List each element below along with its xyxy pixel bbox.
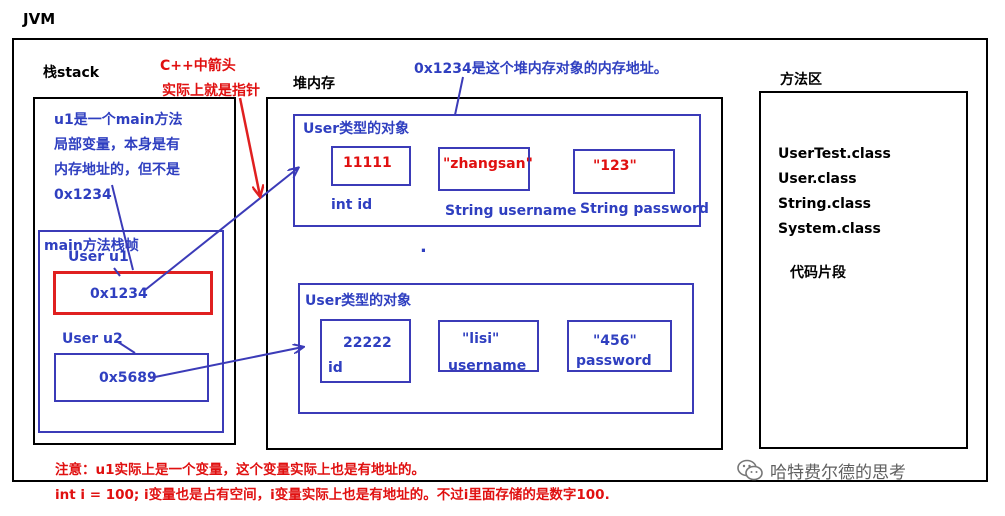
u2-label-leader [117,341,136,354]
jvm-frame [12,38,988,482]
address-note-leader [454,76,464,116]
main-stack-frame [38,230,224,433]
obj1-username-value: "zhangsan" [443,156,533,172]
method-area-box [759,91,968,449]
obj2-password-box [567,320,672,372]
obj1-password-value: "123" [593,158,637,174]
obj1-id-value: 11111 [343,155,392,171]
stack-description: u1是一个main方法 局部变量，本身是有 内存地址的，但不是 0x1234 [54,108,183,208]
class-item: User.class [778,171,857,187]
heap-box [266,97,723,450]
obj1-username-label: String username [445,203,577,219]
u1-label: User u1 [68,249,129,265]
obj2-id-label: id [328,360,343,376]
class-item: String.class [778,196,871,212]
object1-title: User类型的对象 [303,121,410,137]
cpp-note-line: 实际上就是指针 [162,83,260,99]
cpp-note-line: C++中箭头 [160,58,236,74]
class-list: UserTest.class User.class String.class S… [778,142,891,242]
cpp-pointer-note: C++中箭头 实际上就是指针 [160,54,260,104]
method-area-label: 方法区 [780,72,822,88]
stack-desc-line: 内存地址的，但不是 [54,162,180,178]
stack-desc-leader [111,184,134,271]
stack-box [33,97,236,445]
u1-variable-box [53,271,213,315]
code-segment-label: 代码片段 [790,265,846,281]
obj2-username-value: "lisi" [462,331,500,347]
obj1-password-box [573,149,675,194]
stack-desc-line: 局部变量，本身是有 [54,137,180,153]
page-title: JVM [23,10,56,28]
note-line-1: 注意：u1实际上是一个变量，这个变量实际上也是有地址的。 [55,462,426,478]
u2-value: 0x5689 [99,370,157,386]
stack-desc-line: 0x1234 [54,187,112,203]
obj1-password-label: String password [580,201,709,217]
stack-desc-line: u1是一个main方法 [54,112,183,128]
obj2-username-box [438,320,539,372]
heap-label: 堆内存 [293,76,335,92]
cpp-note-arrow [238,97,260,196]
u2-variable-box [54,353,209,402]
class-item: UserTest.class [778,146,891,162]
u1-value: 0x1234 [90,286,148,302]
class-item: System.class [778,221,881,237]
heap-dot: . [420,236,427,257]
u2-label: User u2 [62,331,123,347]
watermark-text: 哈特费尔德的思考 [770,463,906,483]
note-line-2: int i = 100; i变量也是占有空间，i变量实际上也是有地址的。不过i里… [55,487,610,503]
obj2-username-label: username [448,358,527,374]
obj2-password-label: password [576,353,652,369]
obj2-id-box [320,319,411,383]
pointer-arrow-u2 [149,347,303,379]
heap-address-note: 0x1234是这个堆内存对象的内存地址。 [414,61,668,77]
wechat-icon [737,458,763,482]
main-frame-label: main方法栈帧 [44,238,139,254]
obj2-password-value: "456" [593,333,637,349]
obj1-id-label: int id [331,197,373,213]
obj2-id-value: 22222 [343,335,392,351]
stack-label: 栈stack [43,65,100,81]
obj1-username-box [438,147,530,191]
obj1-id-box [331,146,411,186]
pointer-arrow-u1 [144,168,298,291]
u1-label-leader [113,267,121,277]
object2-title: User类型的对象 [305,293,412,309]
